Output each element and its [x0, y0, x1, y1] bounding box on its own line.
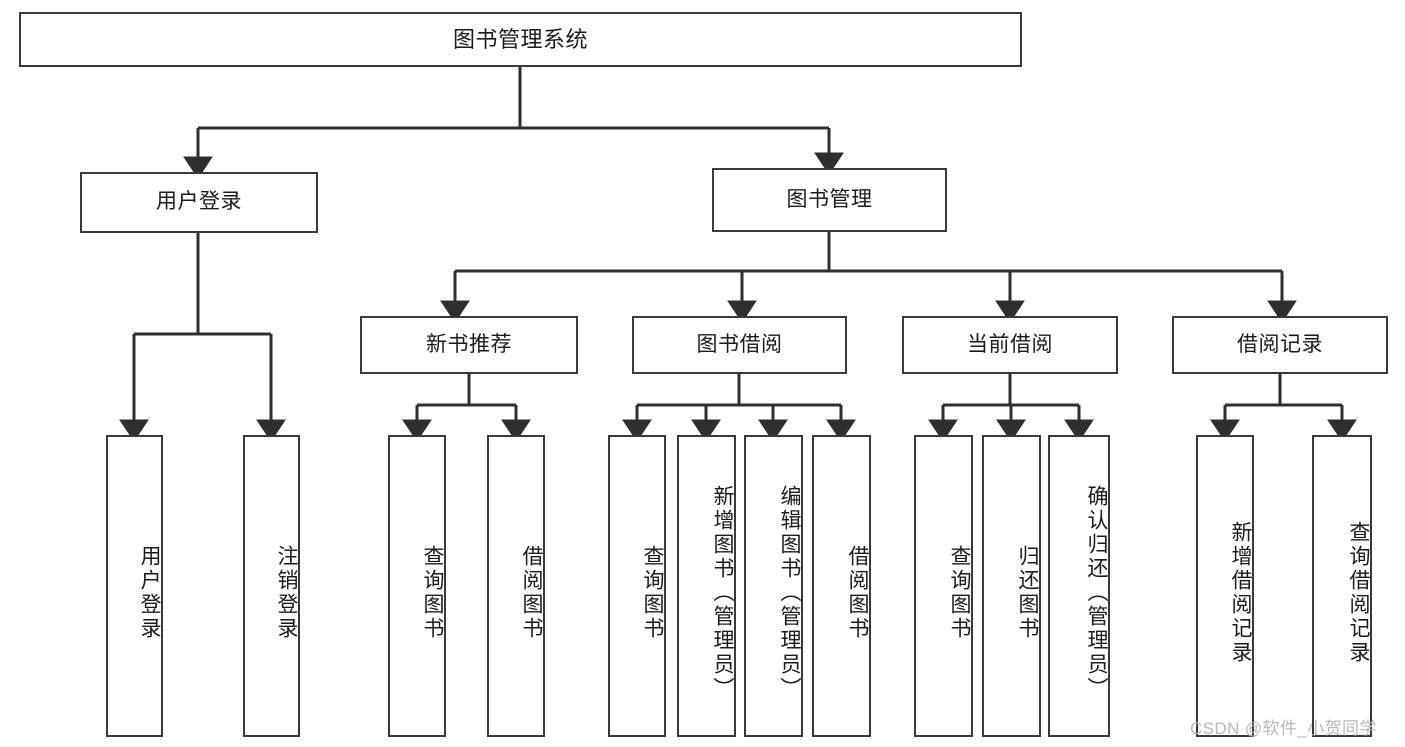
- node-label: 查询图书: [948, 545, 971, 641]
- node-current-borrow[interactable]: 当前借阅: [902, 316, 1118, 374]
- node-label: 借阅图书: [846, 545, 869, 641]
- node-leaf-borrow-book-rec[interactable]: 借阅图书: [487, 435, 545, 737]
- node-label: 新增借阅记录: [1229, 521, 1252, 665]
- node-label: 编辑图书（管理员）: [778, 485, 801, 701]
- node-label: 确认归还（管理员）: [1085, 485, 1108, 701]
- node-leaf-user-login[interactable]: 用户登录: [106, 435, 163, 737]
- node-label: 查询图书: [641, 545, 664, 641]
- node-new-book-rec[interactable]: 新书推荐: [360, 316, 578, 374]
- node-leaf-edit-book-admin[interactable]: 编辑图书（管理员）: [744, 435, 803, 737]
- node-label: 图书管理: [786, 187, 873, 211]
- node-user-login[interactable]: 用户登录: [80, 172, 318, 233]
- node-label: 新增图书（管理员）: [711, 485, 734, 701]
- node-label: 用户登录: [156, 190, 242, 214]
- node-label: 当前借阅: [967, 332, 1053, 356]
- node-leaf-query-book-rec[interactable]: 查询图书: [388, 435, 446, 737]
- csdn-watermark: CSDN @软件_小贺同学: [1190, 719, 1377, 738]
- node-leaf-query-book-current[interactable]: 查询图书: [914, 435, 973, 737]
- node-label: 新书推荐: [426, 332, 512, 356]
- node-leaf-add-borrow-record[interactable]: 新增借阅记录: [1196, 435, 1254, 737]
- node-root-system[interactable]: 图书管理系统: [19, 12, 1022, 67]
- node-borrow-record[interactable]: 借阅记录: [1172, 316, 1388, 374]
- node-label: 借阅图书: [520, 545, 543, 641]
- node-label: 查询借阅记录: [1347, 521, 1370, 665]
- node-leaf-return-book[interactable]: 归还图书: [982, 435, 1041, 737]
- node-label: 图书管理系统: [452, 26, 588, 52]
- node-book-manage[interactable]: 图书管理: [712, 168, 947, 232]
- node-label: 注销登录: [275, 545, 298, 641]
- node-leaf-query-book-borrow[interactable]: 查询图书: [608, 435, 666, 737]
- node-leaf-query-borrow-record[interactable]: 查询借阅记录: [1312, 435, 1372, 737]
- node-label: 查询图书: [421, 545, 444, 641]
- node-leaf-borrow-book[interactable]: 借阅图书: [812, 435, 871, 737]
- node-label: 归还图书: [1016, 545, 1039, 641]
- node-leaf-user-logout[interactable]: 注销登录: [243, 435, 300, 737]
- node-leaf-confirm-return-admin[interactable]: 确认归还（管理员）: [1048, 435, 1110, 737]
- node-label: 用户登录: [138, 545, 161, 641]
- node-label: 借阅记录: [1237, 332, 1323, 356]
- node-leaf-add-book-admin[interactable]: 新增图书（管理员）: [677, 435, 736, 737]
- node-book-borrow[interactable]: 图书借阅: [632, 316, 847, 374]
- node-label: 图书借阅: [696, 332, 783, 356]
